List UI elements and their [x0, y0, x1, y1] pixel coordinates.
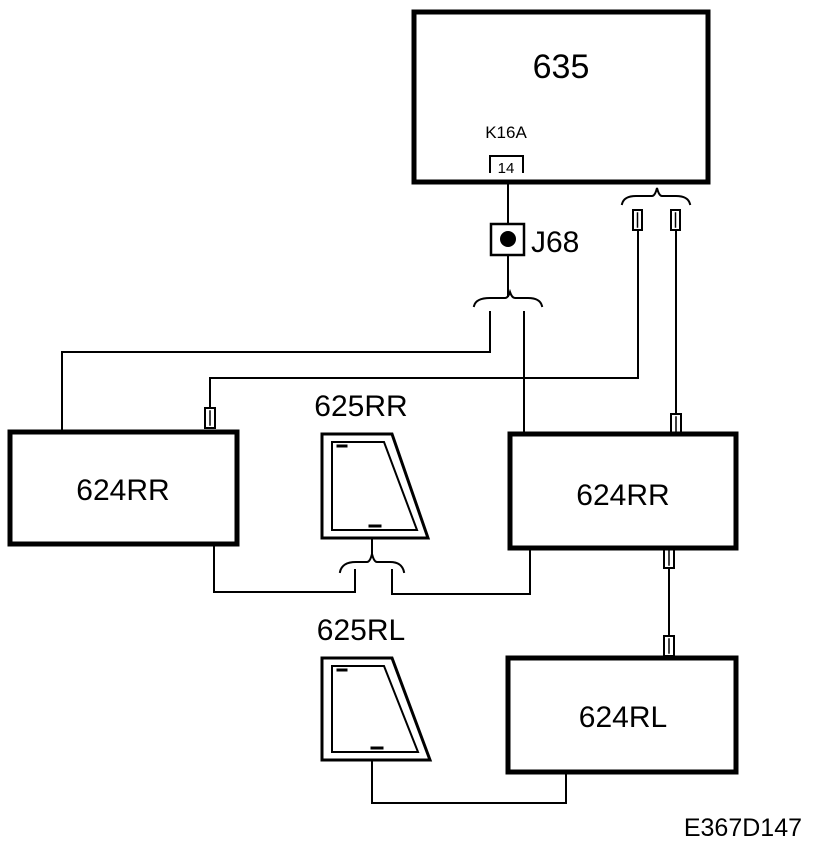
wire-625rr-right — [391, 547, 531, 595]
module-624rl-label: 624RL — [579, 701, 667, 734]
window-625rr-outer — [320, 432, 431, 540]
split-bracket-625rr — [338, 553, 406, 574]
split-bracket-j68 — [472, 288, 544, 308]
wire-635-left-624rr — [209, 229, 639, 409]
connector-k16a-label: K16A — [485, 123, 527, 142]
window-625rl-outer — [320, 656, 433, 762]
window-625rl-label: 625RL — [317, 614, 405, 647]
connector-k16a-bracket — [489, 155, 524, 173]
module-635-box — [411, 9, 711, 185]
window-625rl-inner — [331, 665, 420, 753]
module-624rr-right-label: 624RR — [576, 479, 669, 512]
module-624rr-left-box — [7, 429, 240, 547]
module-635-label: 635 — [533, 48, 590, 86]
wire-625rl-624rl — [371, 759, 567, 804]
split-bracket-635 — [620, 187, 692, 206]
wire-j68-left-624rr — [61, 351, 491, 433]
plug-635-b — [670, 209, 681, 231]
plug-left-624rr — [204, 407, 216, 429]
connector-pin-label: 14 — [498, 160, 515, 177]
split-legs-j68 — [489, 311, 525, 433]
wire-625rr-left — [213, 543, 356, 593]
module-624rr-left-label: 624RR — [76, 474, 169, 507]
module-624rr-right-box — [507, 431, 739, 551]
junction-j68-dot — [500, 231, 516, 247]
junction-j68-label: J68 — [531, 226, 579, 259]
plug-635-a — [632, 209, 643, 231]
figure-code-label: E367D147 — [684, 814, 802, 842]
window-625rr-label: 625RR — [314, 390, 407, 423]
module-624rl-box — [505, 655, 739, 775]
window-625rr-inner — [331, 441, 419, 531]
